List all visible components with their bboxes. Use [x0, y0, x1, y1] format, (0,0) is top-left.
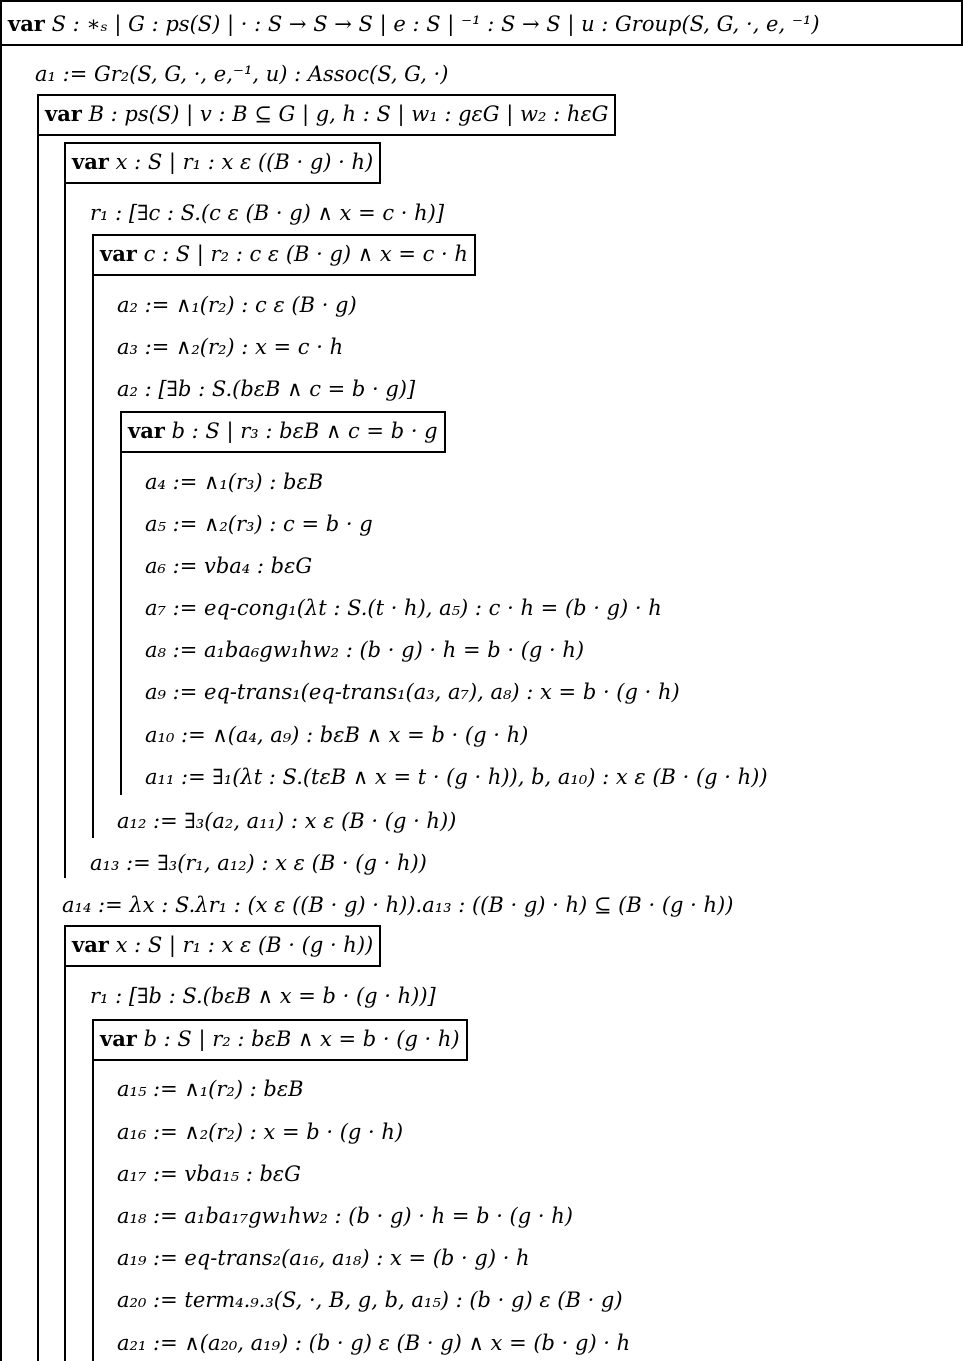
- var-keyword: var: [128, 418, 165, 443]
- step-a7: a₇ := eq-cong₁(λt : S.(t · h), a₅) : c ·…: [145, 596, 662, 620]
- flag-declarations: x : S | r₁ : x ε ((B · g) · h): [115, 150, 374, 174]
- scope-line-B: [37, 136, 39, 1361]
- flag-x2: var x : S | r₁ : x ε (B · (g · h)): [64, 925, 382, 967]
- scope-line-outer: [0, 46, 2, 1361]
- flag-declarations: c : S | r₂ : c ε (B · g) ∧ x = c · h: [143, 242, 468, 266]
- scope-line-x1: [64, 184, 66, 878]
- step-a21: a₂₁ := ∧(a₂₀, a₁₉) : (b · g) ε (B · g) ∧…: [117, 1331, 631, 1355]
- flag-declarations: x : S | r₁ : x ε (B · (g · h)): [115, 933, 374, 957]
- var-keyword: var: [72, 149, 109, 174]
- step-a10: a₁₀ := ∧(a₄, a₉) : bεB ∧ x = b · (g · h): [145, 723, 529, 747]
- step-a2b: a₂ : [∃b : S.(bεB ∧ c = b · g)]: [117, 377, 416, 401]
- flag-x1: var x : S | r₁ : x ε ((B · g) · h): [64, 142, 382, 184]
- flag-c: var c : S | r₂ : c ε (B · g) ∧ x = c · h: [92, 234, 476, 276]
- scope-line-b2: [92, 1061, 94, 1361]
- header-declarations: S : ∗ₛ | G : ps(S) | · : S → S → S | e :…: [51, 12, 820, 36]
- var-keyword: var: [100, 1026, 137, 1051]
- step-a11: a₁₁ := ∃₁(λt : S.(tεB ∧ x = t · (g · h))…: [145, 765, 768, 789]
- step-a8: a₈ := a₁ba₆gw₁hw₂ : (b · g) · h = b · (g…: [145, 638, 585, 662]
- step-r1b: r₁ : [∃b : S.(bεB ∧ x = b · (g · h))]: [90, 984, 436, 1008]
- context-header: var S : ∗ₛ | G : ps(S) | · : S → S → S |…: [0, 0, 963, 46]
- step-a15: a₁₅ := ∧₁(r₂) : bεB: [117, 1077, 304, 1101]
- step-a3: a₃ := ∧₂(r₂) : x = c · h: [117, 335, 344, 359]
- scope-line-c: [92, 276, 94, 838]
- step-a16: a₁₆ := ∧₂(r₂) : x = b · (g · h): [117, 1120, 404, 1144]
- step-a19: a₁₉ := eq-trans₂(a₁₆, a₁₈) : x = (b · g)…: [117, 1246, 530, 1270]
- step-a2: a₂ := ∧₁(r₂) : c ε (B · g): [117, 293, 357, 317]
- flag-b2: var b : S | r₂ : bεB ∧ x = b · (g · h): [92, 1019, 468, 1061]
- flag-b1: var b : S | r₃ : bεB ∧ c = b · g: [120, 411, 446, 453]
- step-a12: a₁₂ := ∃₃(a₂, a₁₁) : x ε (B · (g · h)): [117, 809, 457, 833]
- scope-line-b1: [120, 453, 122, 795]
- flag-declarations: b : S | r₂ : bεB ∧ x = b · (g · h): [143, 1027, 460, 1051]
- var-keyword: var: [45, 101, 82, 126]
- var-keyword: var: [100, 241, 137, 266]
- flag-declarations: b : S | r₃ : bεB ∧ c = b · g: [171, 419, 438, 443]
- step-a14: a₁₄ := λx : S.λr₁ : (x ε ((B · g) · h)).…: [62, 893, 734, 917]
- step-a9: a₉ := eq-trans₁(eq-trans₁(a₃, a₇), a₈) :…: [145, 680, 680, 704]
- step-a13: a₁₃ := ∃₃(r₁, a₁₂) : x ε (B · (g · h)): [90, 851, 427, 875]
- step-r1a: r₁ : [∃c : S.(c ε (B · g) ∧ x = c · h)]: [90, 201, 445, 225]
- step-a4: a₄ := ∧₁(r₃) : bεB: [145, 470, 324, 494]
- flag-declarations: B : ps(S) | v : B ⊆ G | g, h : S | w₁ : …: [88, 102, 609, 126]
- scope-line-x2: [64, 966, 66, 1361]
- step-a20: a₂₀ := term₄.₉.₃(S, ·, B, g, b, a₁₅) : (…: [117, 1288, 623, 1312]
- step-a1: a₁ := Gr₂(S, G, ·, e,⁻¹, u) : Assoc(S, G…: [35, 62, 449, 86]
- var-keyword: var: [72, 932, 109, 957]
- step-a18: a₁₈ := a₁ba₁₇gw₁hw₂ : (b · g) · h = b · …: [117, 1204, 573, 1228]
- step-a6: a₆ := vba₄ : bεG: [145, 554, 313, 578]
- var-keyword: var: [8, 11, 45, 36]
- step-a17: a₁₇ := vba₁₅ : bεG: [117, 1162, 301, 1186]
- flag-B: var B : ps(S) | v : B ⊆ G | g, h : S | w…: [37, 94, 617, 136]
- step-a5: a₅ := ∧₂(r₃) : c = b · g: [145, 512, 373, 536]
